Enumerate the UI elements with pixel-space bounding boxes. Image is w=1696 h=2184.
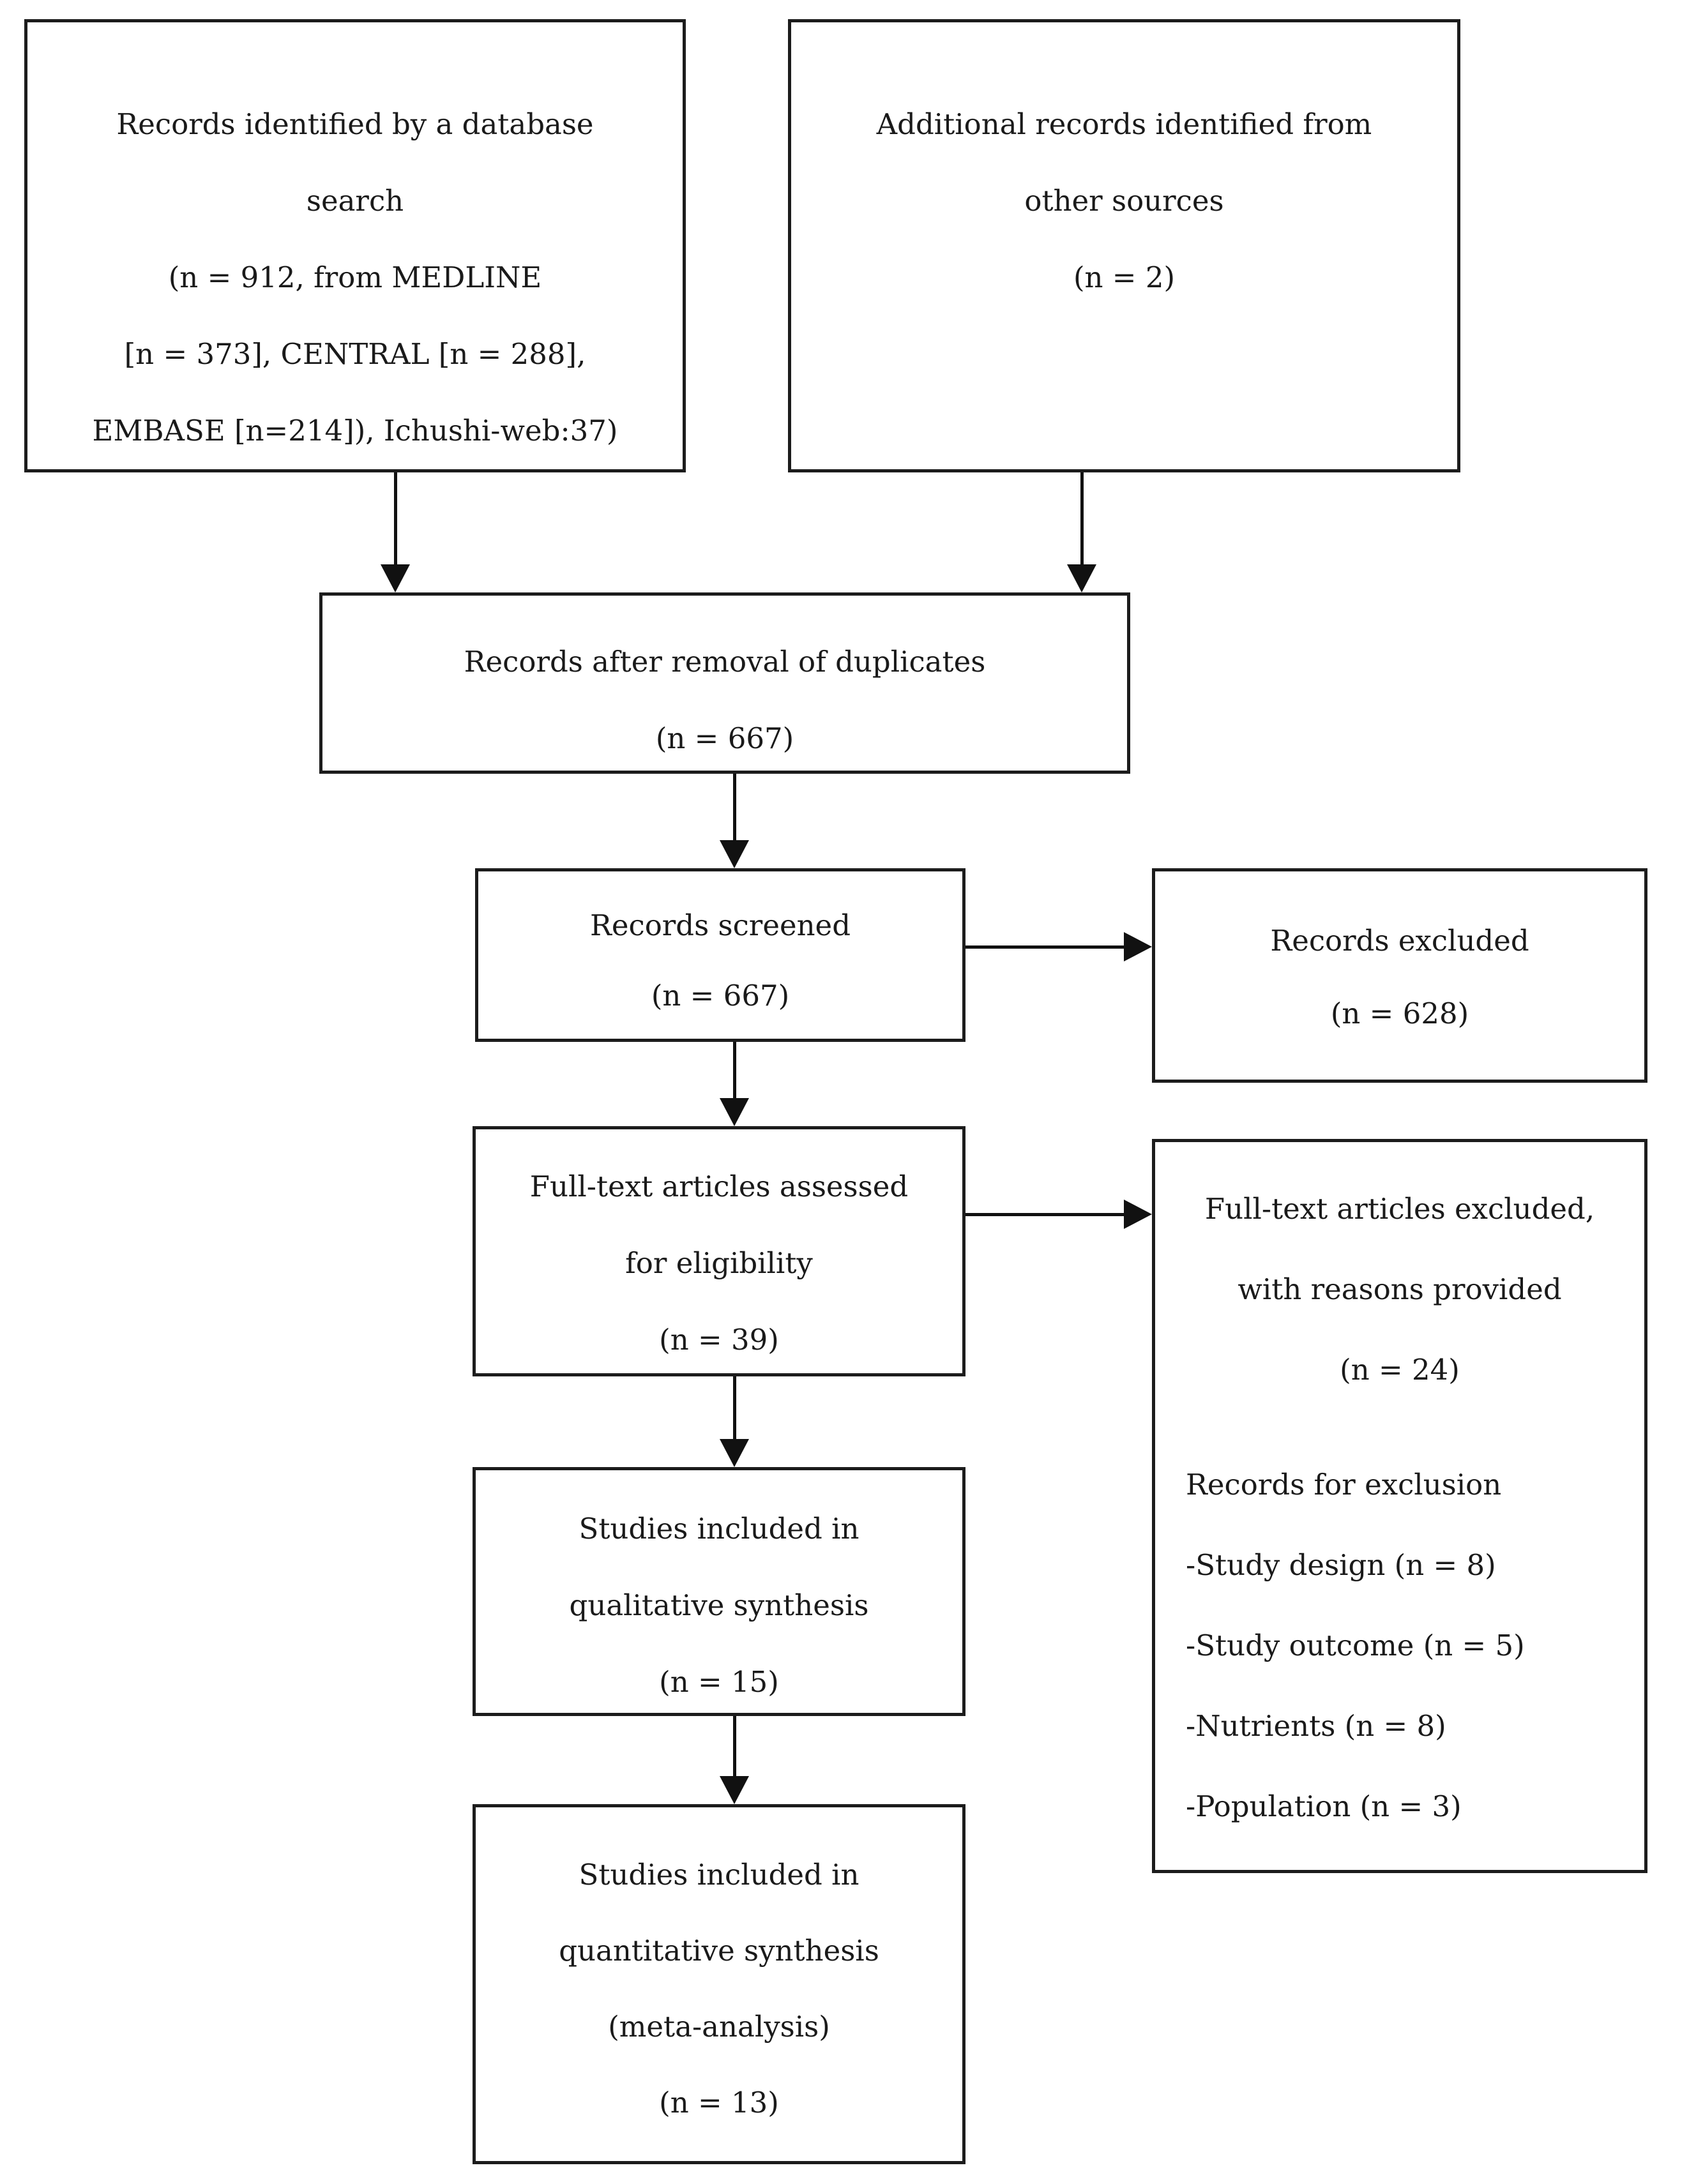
exclusion-reason-item: -Nutrients (n = 8) <box>1186 1709 1446 1743</box>
box-text-line: with reasons provided <box>1238 1272 1562 1306</box>
box-text-line: Studies included in <box>579 1512 859 1546</box>
box-text-line: (n = 15) <box>659 1665 779 1699</box>
box-records-identified: Records identified by a database search … <box>24 19 686 472</box>
box-text-line: (n = 912, from MEDLINE <box>168 260 542 294</box>
box-text-line: (n = 24) <box>1340 1353 1460 1387</box>
box-quantitative-synthesis: Studies included in quantitative synthes… <box>473 1804 965 2164</box>
arrow-fulltext-to-qualitative-head-icon <box>720 1439 749 1467</box>
box-fulltext-excluded-with-reasons: Full-text articles excluded, with reason… <box>1152 1139 1647 1873</box>
arrow-screened-to-excluded-head-icon <box>1124 932 1152 961</box>
exclusion-reason-item: -Population (n = 3) <box>1186 1789 1462 1823</box>
arrow-screened-to-excluded-line <box>965 945 1125 949</box>
box-additional-records: Additional records identified from other… <box>788 19 1460 472</box>
spacer <box>1155 1410 1644 1445</box>
box-text-line: qualitative synthesis <box>569 1588 869 1622</box>
box-text-line: Records after removal of duplicates <box>464 645 986 679</box>
box-records-excluded: Records excluded (n = 628) <box>1152 868 1647 1083</box>
box-text-line: (n = 667) <box>651 979 790 1013</box>
arrow-fulltext-to-qualitative-line <box>733 1376 736 1440</box>
box-text-line: Records identified by a database <box>116 107 594 141</box>
box-text-line: [n = 373], CENTRAL [n = 288], <box>124 337 586 371</box>
box-text-line: other sources <box>1024 184 1224 218</box>
exclusion-reasons-list: Records for exclusion -Study design (n =… <box>1155 1445 1644 1847</box>
box-text-line: (n = 2) <box>1073 260 1176 294</box>
arrow-qualitative-to-quantitative-head-icon <box>720 1776 749 1804</box>
box-qualitative-synthesis: Studies included in qualitative synthesi… <box>473 1467 965 1716</box>
box-records-screened: Records screened (n = 667) <box>475 868 965 1042</box>
arrow-additional-to-deduplicated-head-icon <box>1067 564 1096 592</box>
arrow-screened-to-fulltext-head-icon <box>720 1098 749 1126</box>
arrow-deduplicated-to-screened-line <box>733 774 736 841</box>
arrow-identified-to-deduplicated-line <box>394 472 397 566</box>
box-text-line: (n = 39) <box>659 1323 779 1357</box>
box-text-line: (n = 628) <box>1330 997 1469 1030</box>
box-text-line: Studies included in <box>579 1858 859 1892</box>
arrow-screened-to-fulltext-line <box>733 1042 736 1099</box>
arrow-deduplicated-to-screened-head-icon <box>720 840 749 868</box>
exclusion-reason-item: -Study design (n = 8) <box>1186 1548 1496 1582</box>
box-text-line: (meta-analysis) <box>608 2010 830 2044</box>
box-text-line: (n = 667) <box>655 721 794 755</box>
box-text-line: Additional records identified from <box>876 107 1372 141</box>
arrow-fulltext-to-excluded-head-icon <box>1124 1200 1152 1229</box>
arrow-fulltext-to-excluded-line <box>965 1213 1125 1216</box>
box-text-line: Full-text articles assessed <box>529 1170 909 1203</box>
box-records-after-duplicates-removed: Records after removal of duplicates (n =… <box>319 592 1130 774</box>
exclusion-reasons-header: Records for exclusion <box>1186 1468 1502 1502</box>
box-text-line: Records screened <box>589 908 851 942</box>
exclusion-reason-item: -Study outcome (n = 5) <box>1186 1629 1525 1662</box>
box-text-line: Records excluded <box>1270 924 1529 958</box>
box-text-line: search <box>306 184 404 218</box>
box-text-line: (n = 13) <box>659 2086 779 2120</box>
arrow-qualitative-to-quantitative-line <box>733 1716 736 1777</box>
box-text-line: EMBASE [n=214]), Ichushi-web:37) <box>92 414 618 448</box>
arrow-additional-to-deduplicated-line <box>1080 472 1084 566</box>
box-text-line: quantitative synthesis <box>559 1934 879 1968</box>
box-text-line: Full-text articles excluded, <box>1204 1192 1595 1226</box>
arrow-identified-to-deduplicated-head-icon <box>381 564 410 592</box>
box-text-line: for eligibility <box>625 1246 813 1280</box>
box-fulltext-assessed: Full-text articles assessed for eligibil… <box>473 1126 965 1376</box>
